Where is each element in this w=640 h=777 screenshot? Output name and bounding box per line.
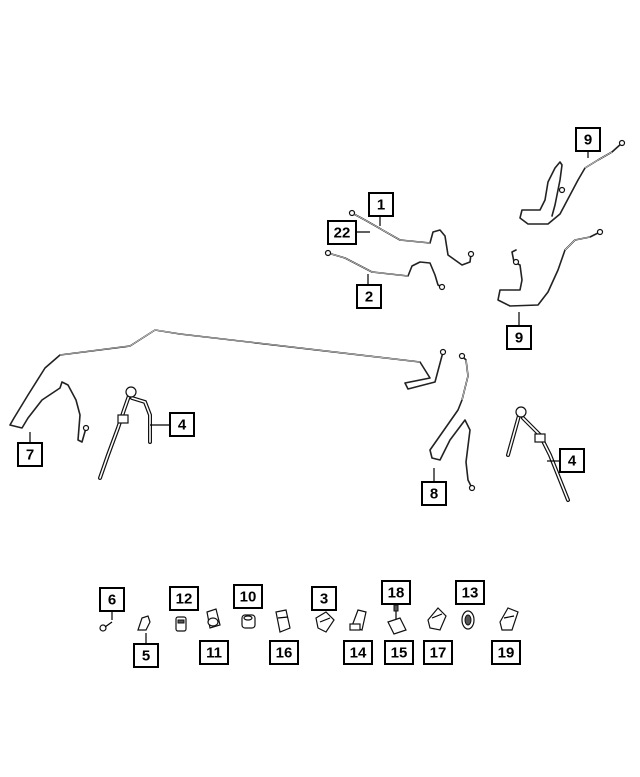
callout-13: 13 (455, 580, 485, 605)
callout-8: 8 (421, 481, 447, 506)
part-13-clip (461, 610, 475, 630)
part-10-grommet (241, 614, 256, 629)
part-18-bolt (393, 604, 399, 620)
callout-22: 22 (327, 220, 357, 245)
svg-text:15: 15 (391, 645, 408, 662)
callout-5: 5 (133, 643, 159, 668)
callout-9-lower: 9 (506, 325, 532, 350)
part-15-clip (387, 617, 407, 635)
svg-text:4: 4 (568, 453, 577, 470)
callout-3: 3 (311, 586, 337, 611)
svg-text:5: 5 (142, 648, 150, 665)
svg-text:3: 3 (320, 591, 328, 608)
brake-hose-left (98, 386, 152, 480)
callout-18: 18 (381, 580, 411, 605)
callout-11: 11 (199, 640, 229, 665)
part-3-clip (315, 611, 335, 633)
callout-9-upper: 9 (575, 127, 601, 152)
part-19-clip (499, 607, 519, 631)
callout-4-right: 4 (559, 448, 585, 473)
svg-text:17: 17 (430, 645, 447, 662)
svg-text:9: 9 (584, 132, 592, 149)
callout-15: 15 (384, 640, 414, 665)
part-6-screw (99, 621, 113, 632)
svg-text:22: 22 (334, 225, 351, 242)
callout-19: 19 (491, 640, 521, 665)
part-11-clamp (206, 608, 221, 629)
svg-text:14: 14 (350, 645, 367, 662)
brake-hose-right (506, 406, 570, 502)
callout-2: 2 (356, 284, 382, 309)
callout-16: 16 (269, 640, 299, 665)
svg-text:11: 11 (206, 645, 222, 662)
svg-text:8: 8 (430, 486, 438, 503)
callout-6: 6 (99, 587, 125, 612)
part-12-clip (175, 616, 187, 632)
leader-lines (29, 150, 589, 643)
svg-text:12: 12 (176, 591, 193, 608)
svg-text:16: 16 (276, 645, 293, 662)
brake-tube-7 (9, 329, 447, 443)
callout-14: 14 (343, 640, 373, 665)
brake-tube-9-upper (519, 139, 626, 225)
brake-tube-8 (429, 352, 476, 492)
svg-text:6: 6 (108, 592, 116, 609)
callout-12: 12 (169, 586, 199, 611)
svg-text:7: 7 (26, 447, 34, 464)
brake-tube-22 (324, 249, 446, 291)
svg-text:1: 1 (377, 197, 385, 214)
callout-10: 10 (233, 584, 263, 609)
callout-17: 17 (423, 640, 453, 665)
callout-4-left: 4 (169, 412, 195, 437)
part-16-clip (275, 609, 291, 633)
svg-text:13: 13 (462, 585, 479, 602)
part-14-clip (349, 609, 367, 631)
svg-text:9: 9 (515, 330, 523, 347)
part-5-clip (137, 615, 151, 631)
brake-tube-9-lower (497, 228, 604, 307)
callout-1: 1 (368, 192, 394, 217)
part-17-clip (427, 607, 447, 631)
svg-text:4: 4 (178, 417, 187, 434)
svg-text:19: 19 (498, 645, 515, 662)
svg-text:18: 18 (388, 585, 405, 602)
brake-tube-1 (348, 209, 475, 266)
svg-text:10: 10 (240, 589, 257, 606)
callout-7: 7 (17, 442, 43, 467)
svg-text:2: 2 (365, 289, 373, 306)
